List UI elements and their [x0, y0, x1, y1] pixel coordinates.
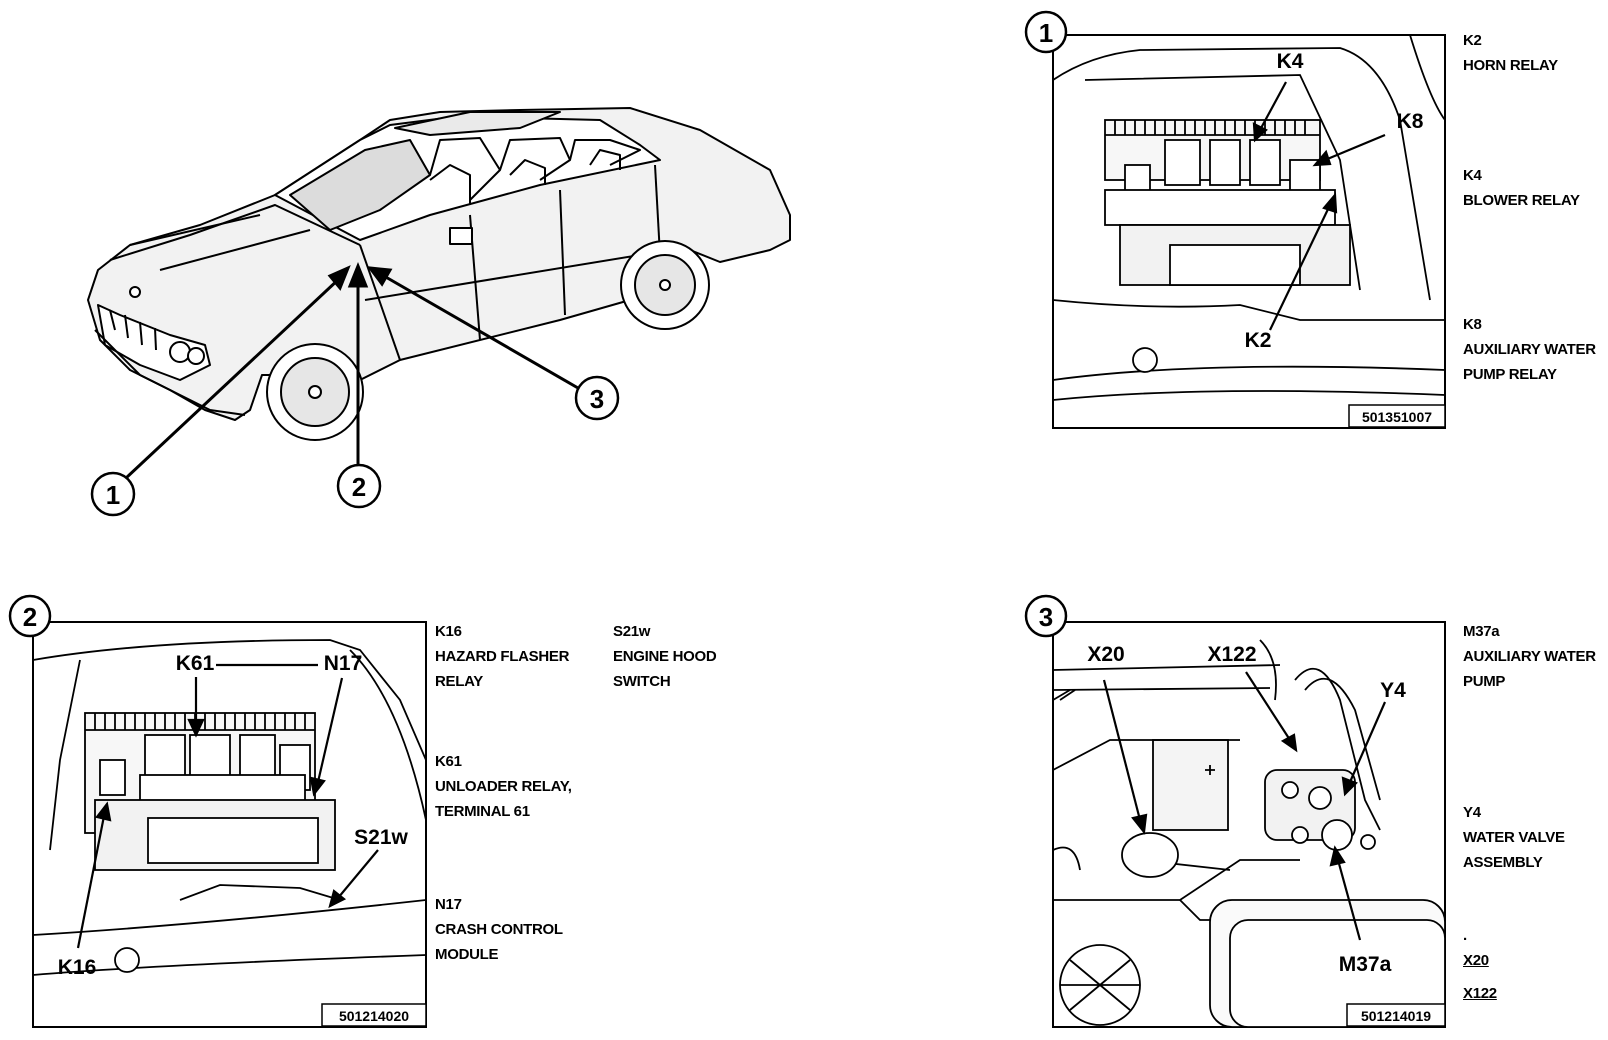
- panel-2-number: 2: [23, 602, 37, 632]
- legend-x122: X122: [1463, 985, 1497, 1002]
- legend-k2-desc: HORN RELAY: [1463, 57, 1558, 74]
- panel-3-number: 3: [1039, 602, 1053, 632]
- legend-y4-desc-1: WATER VALVE: [1463, 829, 1565, 846]
- legend-x20: X20: [1463, 952, 1489, 969]
- panel-3-legend-extra: . X20 X122: [1463, 923, 1497, 1006]
- legend-s21w-desc-1: ENGINE HOOD: [613, 648, 717, 665]
- legend-m37a-desc-2: PUMP: [1463, 673, 1506, 690]
- panel-1-ref: 501351007: [1362, 409, 1432, 425]
- panel-2-illustration: [33, 639, 426, 976]
- legend-k8-desc-2: PUMP RELAY: [1463, 366, 1557, 383]
- callout-1: 1: [90, 471, 136, 517]
- panel-1-legend-k4: K4 BLOWER RELAY: [1463, 163, 1580, 213]
- legend-m37a-code: M37a: [1463, 623, 1500, 640]
- legend-m37a-desc-1: AUXILIARY WATER: [1463, 648, 1596, 665]
- legend-y4-desc-2: ASSEMBLY: [1463, 854, 1543, 871]
- callout-3-label: 3: [590, 384, 604, 414]
- legend-dot: .: [1463, 927, 1467, 944]
- panel-1-label-k8: K8: [1397, 110, 1424, 133]
- panel-3-ref: 501214019: [1361, 1008, 1431, 1024]
- legend-k4-desc: BLOWER RELAY: [1463, 192, 1580, 209]
- legend-s21w-desc-2: SWITCH: [613, 673, 671, 690]
- callout-1-label: 1: [106, 480, 120, 510]
- legend-k8-code: K8: [1463, 316, 1482, 333]
- legend-k16-code: K16: [435, 623, 462, 640]
- panel-3-label-y4: Y4: [1380, 679, 1406, 702]
- panel-3-legend-y4: Y4 WATER VALVE ASSEMBLY: [1463, 800, 1565, 875]
- panel-2-label-k61: K61: [176, 652, 215, 675]
- panel-3-legend-m37a: M37a AUXILIARY WATER PUMP: [1463, 619, 1596, 694]
- car-illustration: [87, 107, 791, 441]
- panel-3-label-m37a: M37a: [1339, 953, 1392, 976]
- callout-2: 2: [336, 463, 382, 509]
- legend-k16-desc-1: HAZARD FLASHER: [435, 648, 570, 665]
- panel-3-label-x20: X20: [1087, 643, 1124, 666]
- panel-2-label-k16: K16: [58, 956, 97, 979]
- callout-arrows: [124, 261, 579, 480]
- panel-1-legend-k8: K8 AUXILIARY WATER PUMP RELAY: [1463, 312, 1596, 387]
- panel-2-legend-n17: N17 CRASH CONTROL MODULE: [435, 892, 563, 967]
- panel-3: 3 X20 X122 Y4 M37a 501214019: [1024, 594, 1446, 1028]
- panel-3-label-x122: X122: [1207, 643, 1256, 666]
- legend-k61-desc-1: UNLOADER RELAY,: [435, 778, 572, 795]
- callout-3: 3: [574, 375, 620, 421]
- panel-2-legend-s21w: S21w ENGINE HOOD SWITCH: [613, 619, 717, 694]
- panel-1-label-k4: K4: [1277, 50, 1304, 73]
- legend-y4-code: Y4: [1463, 804, 1481, 821]
- legend-n17-desc-1: CRASH CONTROL: [435, 921, 563, 938]
- legend-k4-code: K4: [1463, 167, 1482, 184]
- panel-2-ref: 501214020: [339, 1008, 409, 1024]
- panel-1-label-k2: K2: [1245, 329, 1272, 352]
- panel-2-legend-k61: K61 UNLOADER RELAY, TERMINAL 61: [435, 749, 572, 824]
- panel-2-legend-k16: K16 HAZARD FLASHER RELAY: [435, 619, 569, 694]
- panel-1-legend: K2 HORN RELAY: [1463, 28, 1558, 78]
- legend-k16-desc-2: RELAY: [435, 673, 483, 690]
- legend-n17-code: N17: [435, 896, 462, 913]
- panel-1-illustration: [1053, 35, 1445, 401]
- panel-2-label-s21w: S21w: [354, 826, 408, 849]
- panel-1: 1 K4 K8 K2 501351007: [1024, 10, 1446, 429]
- legend-k8-desc-1: AUXILIARY WATER: [1463, 341, 1596, 358]
- legend-k61-desc-2: TERMINAL 61: [435, 803, 530, 820]
- legend-n17-desc-2: MODULE: [435, 946, 499, 963]
- legend-k61-code: K61: [435, 753, 462, 770]
- panel-2: 2 K61 N17 S21w K16 501214020: [8, 594, 427, 1028]
- panel-3-illustration: [1053, 639, 1445, 1027]
- panel-1-number: 1: [1039, 18, 1053, 48]
- legend-k2-code: K2: [1463, 32, 1482, 49]
- panel-2-label-n17: N17: [324, 652, 363, 675]
- legend-s21w-code: S21w: [613, 623, 651, 640]
- callout-2-label: 2: [352, 472, 366, 502]
